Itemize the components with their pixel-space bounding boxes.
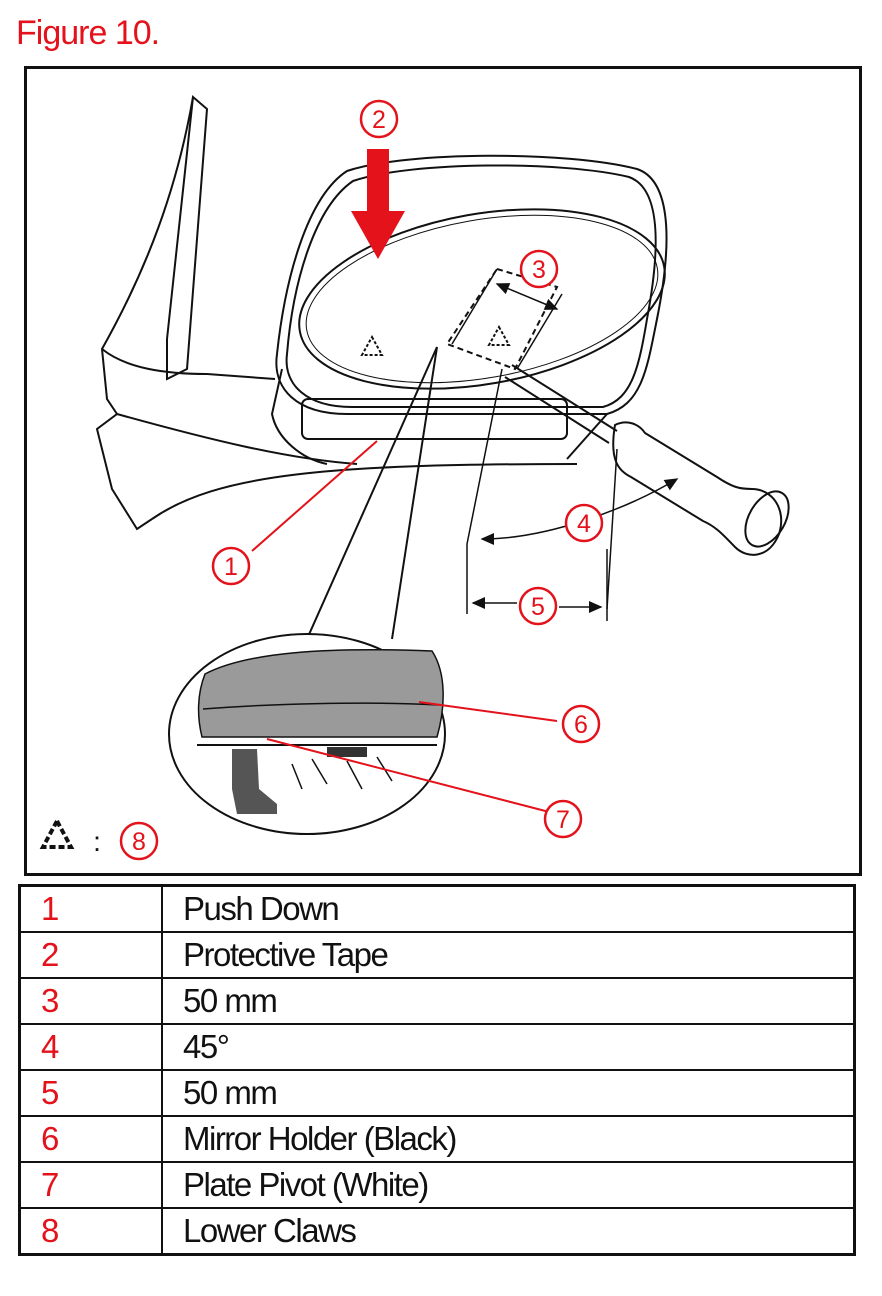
lower-claw-symbol-icon	[39, 816, 75, 849]
callout-5-label: 5	[531, 593, 545, 621]
legend-number: 7	[18, 1161, 163, 1209]
legend-table: 1 Push Down 2 Protective Tape 3 50 mm 4 …	[18, 884, 856, 1256]
callout-7-label: 7	[556, 806, 570, 834]
legend-number: 6	[18, 1115, 163, 1163]
callout-8-label: 8	[132, 828, 146, 856]
push-down-arrow-icon	[351, 149, 405, 259]
legend-row: 7 Plate Pivot (White)	[18, 1161, 856, 1209]
claw-symbol-icon	[360, 324, 511, 356]
callout-4: 4	[564, 503, 604, 543]
callout-4-label: 4	[577, 510, 591, 538]
legend-row: 2 Protective Tape	[18, 931, 856, 979]
detail-view	[168, 633, 446, 835]
mirror-glass	[298, 208, 666, 390]
claw-symbol-key: : 8	[39, 816, 159, 861]
legend-description: 50 mm	[161, 1069, 856, 1117]
legend-row: 3 50 mm	[18, 977, 856, 1025]
dimension-line-5	[466, 544, 608, 621]
legend-row: 1 Push Down	[18, 884, 856, 933]
callout-1: 1	[211, 546, 251, 586]
legend-description: 50 mm	[161, 977, 856, 1025]
dimension-line-3	[451, 268, 563, 370]
legend-number: 3	[18, 977, 163, 1025]
legend-description: 45°	[161, 1023, 856, 1071]
callout-6: 6	[561, 704, 601, 744]
callout-2-label: 2	[372, 106, 386, 134]
figure-title: Figure 10.	[16, 14, 160, 52]
mirror-housing	[270, 154, 668, 465]
detail-pointer	[306, 346, 438, 640]
mirror-diagram: 2 3 1 4 5 6 7 : 8	[39, 95, 790, 861]
legend-number: 1	[18, 884, 163, 933]
callout-3-label: 3	[532, 256, 546, 284]
callout-3: 3	[519, 249, 559, 289]
callout-1-label: 1	[224, 553, 238, 581]
legend-description: Plate Pivot (White)	[161, 1161, 856, 1209]
legend-row: 5 50 mm	[18, 1069, 856, 1117]
legend-number: 5	[18, 1069, 163, 1117]
legend-row: 8 Lower Claws	[18, 1207, 856, 1256]
legend-number: 2	[18, 931, 163, 979]
legend-description: Mirror Holder (Black)	[161, 1115, 856, 1163]
callout-leaders	[251, 440, 558, 815]
legend-description: Lower Claws	[161, 1207, 856, 1256]
diagram-frame: 2 3 1 4 5 6 7 : 8	[24, 66, 862, 876]
legend-row: 4 45°	[18, 1023, 856, 1071]
callout-7: 7	[543, 799, 583, 839]
legend-row: 6 Mirror Holder (Black)	[18, 1115, 856, 1163]
car-door-outline	[95, 95, 578, 531]
callout-2: 2	[359, 99, 399, 139]
legend-description: Push Down	[161, 884, 856, 933]
symbol-key-separator: :	[93, 826, 101, 857]
callout-6-label: 6	[574, 711, 588, 739]
legend-number: 8	[18, 1207, 163, 1256]
callout-5: 5	[518, 586, 558, 626]
legend-description: Protective Tape	[161, 931, 856, 979]
angle-dimension-4	[466, 368, 679, 610]
screwdriver-tool	[504, 364, 790, 556]
legend-number: 4	[18, 1023, 163, 1071]
